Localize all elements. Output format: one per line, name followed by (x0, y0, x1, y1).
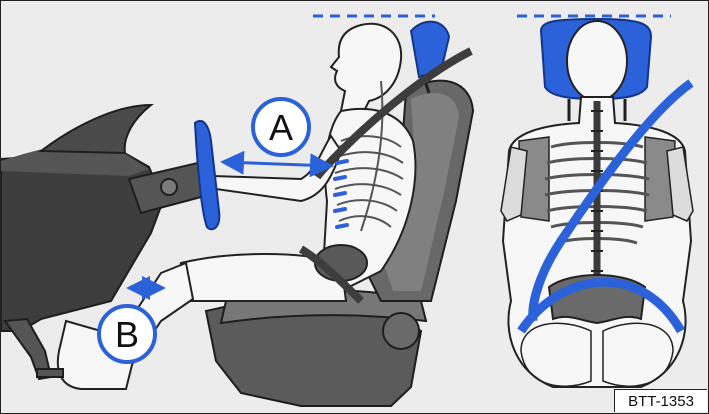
label-b: B (115, 314, 139, 355)
label-b-badge: B (97, 304, 157, 364)
dashboard (1, 103, 165, 332)
reference-code: BTT-1353 (614, 389, 707, 412)
steering-wheel (193, 120, 221, 231)
distance-arrow-a (220, 150, 334, 178)
label-a: A (269, 107, 293, 148)
seatbelt-rear (517, 79, 694, 334)
label-a-badge: A (251, 97, 311, 157)
pedal (3, 317, 64, 381)
seat-base (204, 289, 428, 407)
occupant-rear (500, 20, 694, 388)
